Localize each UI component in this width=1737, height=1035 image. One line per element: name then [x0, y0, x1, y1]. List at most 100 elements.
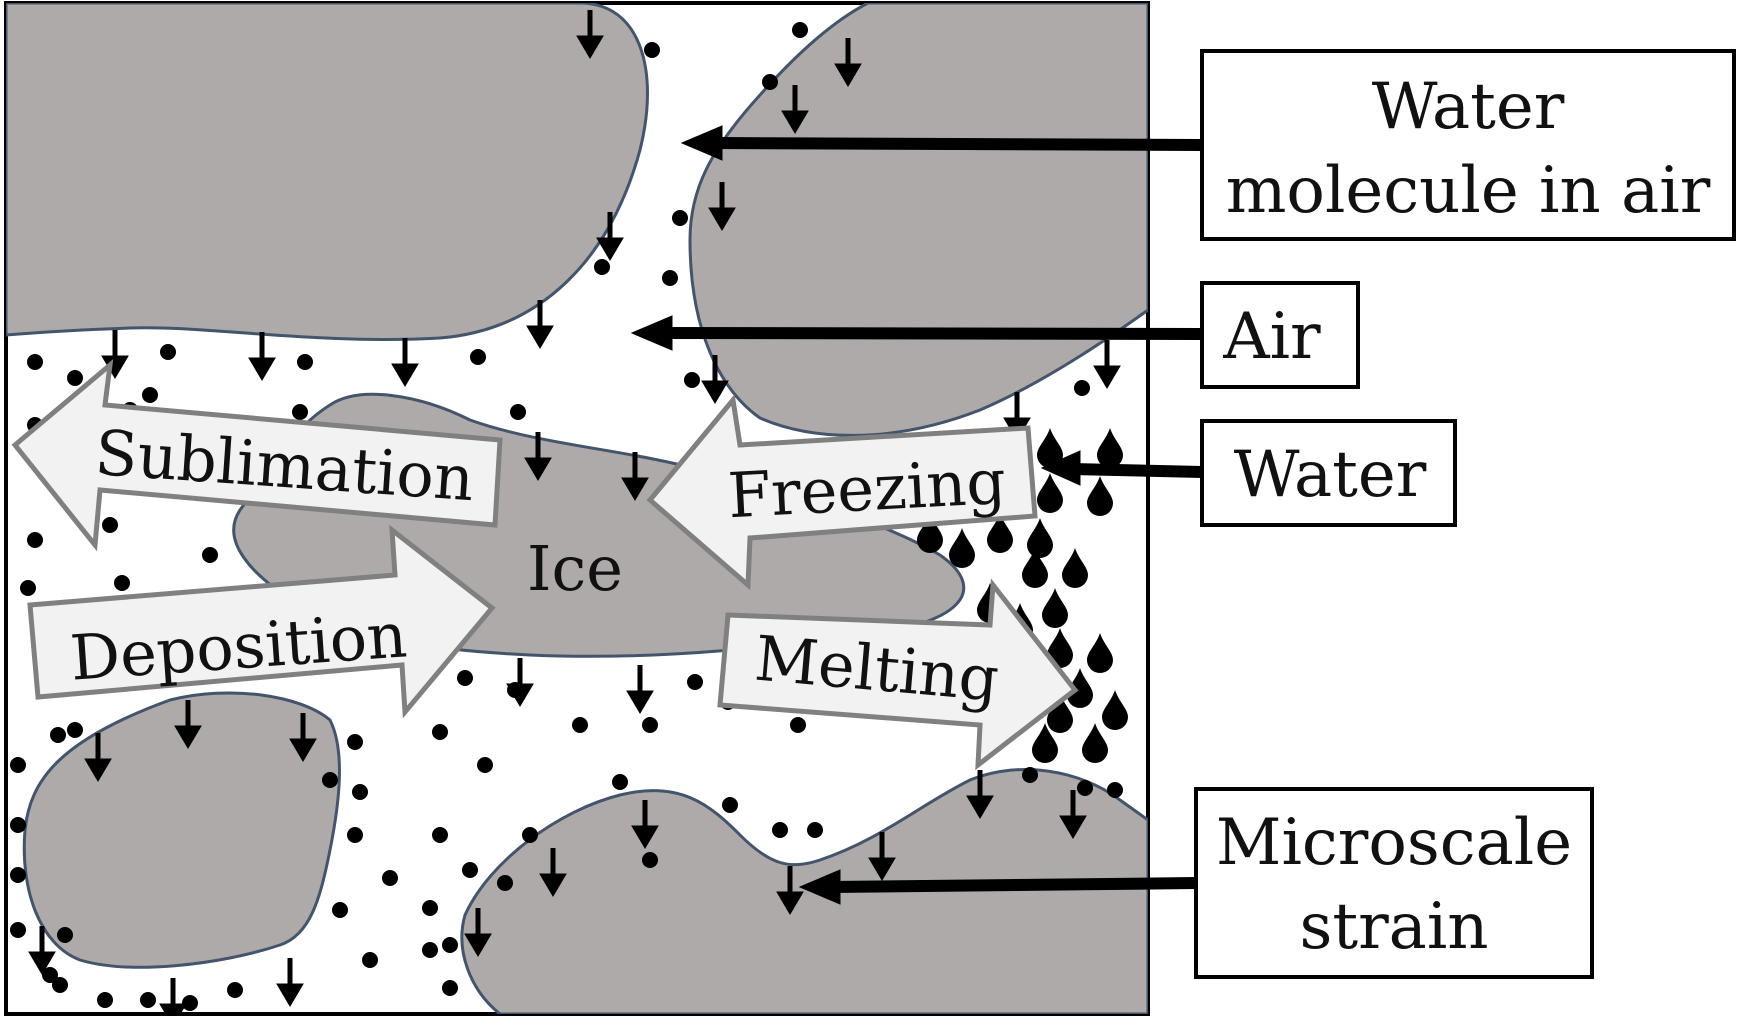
water-molecule-dot	[432, 827, 448, 843]
legend-air-label: Air	[1222, 300, 1321, 374]
strain-arrow	[276, 958, 304, 1007]
legend-water-molecule: Water molecule in air	[1200, 49, 1736, 241]
leader-arrows	[630, 125, 1203, 905]
water-molecule-dot	[722, 797, 738, 813]
water-molecule-dot	[142, 387, 158, 403]
water-molecule-dot	[160, 344, 176, 360]
grain-bottom-right	[460, 768, 1148, 1014]
strain-arrow	[776, 866, 804, 915]
water-droplet	[1097, 428, 1123, 468]
water-molecule-dot	[790, 717, 806, 733]
legend-strain-line1: Microscale	[1216, 806, 1572, 880]
water-molecule-dot	[572, 717, 588, 733]
legend-microscale-strain: Microscale strain	[1194, 787, 1594, 979]
water-molecule-dot	[497, 875, 513, 891]
water-molecule-dot	[97, 992, 113, 1008]
water-molecule-dot	[442, 937, 458, 953]
water-molecule-dot	[642, 852, 658, 868]
strain-arrow	[781, 85, 809, 134]
water-molecule-dot	[67, 370, 83, 386]
water-molecule-dot	[202, 547, 218, 563]
strain-arrow	[526, 300, 554, 349]
water-molecule-dot	[52, 977, 68, 993]
melting-arrow: Melting	[717, 578, 1079, 771]
water-molecule-dot	[332, 902, 348, 918]
strain-arrow	[159, 978, 187, 1014]
water-molecule-dot	[457, 670, 473, 686]
freezing-arrow: Freezing	[646, 394, 1038, 591]
strain-arrow	[248, 332, 276, 381]
strain-arrow	[621, 452, 649, 501]
water-droplet	[1047, 628, 1073, 668]
water-molecule-dot	[67, 722, 83, 738]
water-molecule-dot	[442, 980, 458, 996]
water-droplet	[1037, 473, 1063, 513]
water-molecule-dot	[1107, 782, 1123, 798]
water-droplet	[987, 513, 1013, 553]
water-molecule-dot	[297, 354, 313, 370]
water-molecule-dot	[1074, 380, 1090, 396]
legend-air: Air	[1200, 281, 1360, 389]
water-molecule-dot	[322, 772, 338, 788]
water-droplet	[917, 513, 943, 553]
grain-top-left	[6, 3, 649, 341]
water-droplet	[1062, 548, 1088, 588]
water-droplet	[1042, 588, 1068, 628]
strain-arrow	[539, 848, 567, 897]
strain-arrow	[1059, 790, 1087, 839]
strain-arrow	[626, 665, 654, 714]
strain-arrow	[966, 770, 994, 819]
water-molecule-dot	[10, 757, 26, 773]
legend-water-molecule-line1: Water	[1372, 70, 1565, 144]
legend-water-label: Water	[1234, 438, 1427, 512]
strain-arrow	[506, 658, 534, 707]
water-droplet	[949, 528, 975, 568]
water-droplet	[1087, 633, 1113, 673]
water-molecule-dot	[382, 870, 398, 886]
water-molecule-dot	[27, 354, 43, 370]
water-molecule-dot	[292, 404, 308, 420]
legend-strain-line2: strain	[1300, 890, 1489, 964]
water-molecule-dot	[20, 580, 36, 596]
water-molecule-dot	[362, 952, 378, 968]
water-droplet	[1087, 476, 1113, 516]
water-molecule-dot	[422, 900, 438, 916]
water-molecule-dot	[662, 270, 678, 286]
water-molecule-dot	[57, 927, 73, 943]
water-molecule-dot	[522, 827, 538, 843]
strain-arrow	[464, 908, 492, 957]
water-molecule-dot	[1022, 767, 1038, 783]
water-molecule-dot	[227, 982, 243, 998]
strain-arrow	[391, 338, 419, 387]
water-molecule-dot	[10, 817, 26, 833]
microscale-strain-arrows	[28, 10, 1121, 1014]
water-molecule-dot	[462, 862, 478, 878]
water-molecule-dot	[792, 22, 808, 38]
water-molecule-dot	[644, 42, 660, 58]
legend-water: Water	[1200, 419, 1457, 527]
water-droplet	[1047, 693, 1073, 733]
water-molecule-dot	[50, 727, 66, 743]
water-molecule-dot	[612, 774, 628, 790]
strain-arrow	[708, 182, 736, 231]
strain-arrow	[868, 832, 896, 881]
water-droplet	[1082, 723, 1108, 763]
water-droplet	[1067, 668, 1093, 708]
water-molecule-dot	[762, 74, 778, 90]
water-molecule-dot	[432, 724, 448, 740]
water-droplets	[917, 428, 1128, 763]
water-droplet	[1037, 428, 1063, 468]
water-molecule-dot	[140, 992, 156, 1008]
water-molecule-dot	[10, 922, 26, 938]
water-molecule-dot	[477, 757, 493, 773]
water-molecule-dot	[687, 674, 703, 690]
water-molecule-dot	[27, 532, 43, 548]
ice-label: Ice	[527, 532, 623, 605]
water-molecule-dot	[42, 967, 58, 983]
strain-arrow	[834, 38, 862, 87]
strain-arrow	[701, 355, 729, 404]
strain-arrow	[28, 926, 56, 975]
strain-arrow	[524, 432, 552, 481]
legend-water-molecule-line2: molecule in air	[1226, 154, 1711, 228]
